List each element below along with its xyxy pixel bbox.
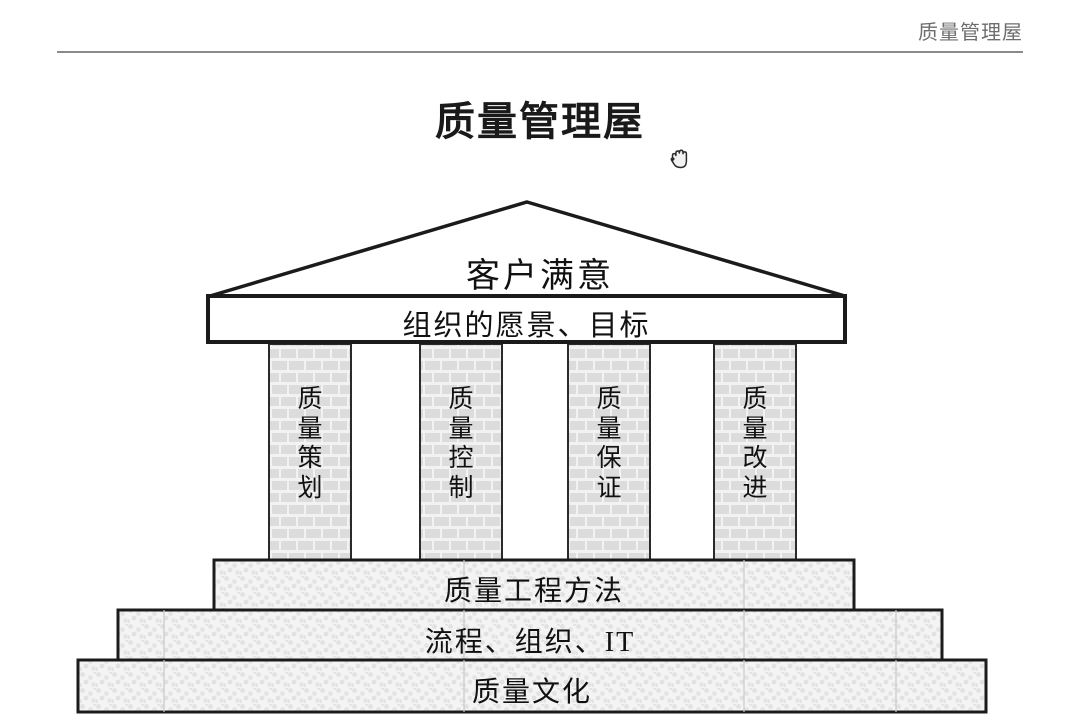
pillar-label-quality-control: 质 量 控 制 <box>420 385 502 503</box>
pillar-shape-quality-control <box>419 343 503 563</box>
pillar-label-quality-improvement: 质 量 改 进 <box>714 385 796 503</box>
pillar-label-quality-assurance: 质 量 保 证 <box>568 385 650 503</box>
pillar-char: 进 <box>742 474 768 502</box>
pillar-char: 量 <box>448 415 474 443</box>
foundation-tier-2-shape <box>116 608 944 662</box>
foundation-tier-1-label: 质量工程方法 <box>443 576 624 607</box>
pillar-shape-quality-assurance <box>567 343 651 563</box>
pillar-char: 策 <box>297 445 323 472</box>
roof-label: 客户满意 <box>466 258 614 295</box>
pillar-char: 质 <box>297 386 323 413</box>
pillar-char: 制 <box>448 474 474 502</box>
pillar-label-quality-planning: 质 量 策 划 <box>269 385 351 503</box>
pillar-char: 证 <box>596 474 622 502</box>
pillar-char: 质 <box>448 386 474 413</box>
pillar-char: 控 <box>448 445 474 472</box>
beam-shape <box>206 294 847 344</box>
pillar-char: 量 <box>297 415 323 443</box>
pillar-char: 保 <box>596 445 622 472</box>
page-title: 质量管理屋 <box>435 100 645 144</box>
pillar-char: 划 <box>297 474 323 502</box>
header-title: 质量管理屋 <box>918 22 1023 44</box>
pillar-char: 量 <box>742 415 768 443</box>
foundation-tier-2-label: 流程、组织、IT <box>424 627 636 658</box>
foundation-tier-1-shape <box>212 558 856 612</box>
pillar-char: 改 <box>742 445 768 472</box>
foundation-tier-3-label: 质量文化 <box>471 677 592 708</box>
pillar-char: 量 <box>596 415 622 443</box>
pillar-char: 质 <box>596 386 622 413</box>
beam-label: 组织的愿景、目标 <box>402 310 651 342</box>
pillar-char: 质 <box>742 386 768 413</box>
page-header: 质量管理屋 <box>0 0 1080 54</box>
header-divider-rule <box>57 51 1023 53</box>
pillar-shape-quality-improvement <box>713 343 797 563</box>
foundation-tier-3-shape <box>76 658 988 714</box>
